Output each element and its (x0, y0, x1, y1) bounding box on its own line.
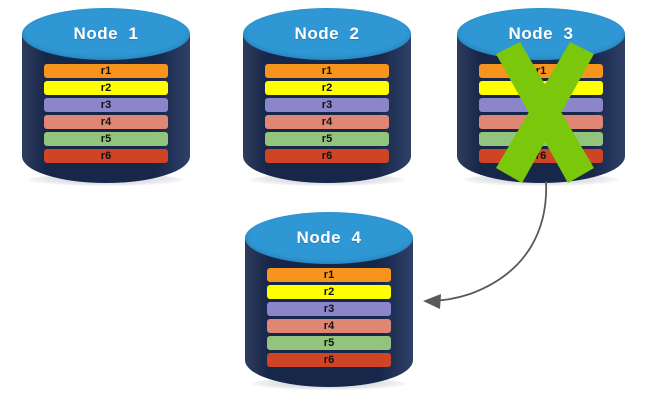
node-1-top-ellipse (22, 8, 190, 60)
node-4-label: Node 4 (296, 228, 362, 247)
row-r6[interactable]: r6 (44, 149, 168, 163)
row-r5[interactable]: r5 (265, 132, 389, 146)
row-r4[interactable]: r4 (479, 115, 603, 129)
row-r5[interactable]: r5 (267, 336, 391, 350)
row-r1[interactable]: r1 (479, 64, 603, 78)
node-3-label: Node 3 (508, 24, 574, 43)
row-r2[interactable]: r2 (479, 81, 603, 95)
node-2-rows: r1 r2 r3 r4 r5 r6 (243, 64, 411, 163)
node-2-top-ellipse (243, 8, 411, 60)
node-2-label: Node 2 (294, 24, 360, 43)
row-r6[interactable]: r6 (479, 149, 603, 163)
row-r3[interactable]: r3 (479, 98, 603, 112)
node-4[interactable]: Node 4 r1 r2 r3 r4 r5 r6 (245, 212, 413, 390)
row-r4[interactable]: r4 (267, 319, 391, 333)
row-r1[interactable]: r1 (265, 64, 389, 78)
row-r5[interactable]: r5 (44, 132, 168, 146)
row-r3[interactable]: r3 (44, 98, 168, 112)
row-r4[interactable]: r4 (265, 115, 389, 129)
row-r2[interactable]: r2 (265, 81, 389, 95)
row-r2[interactable]: r2 (267, 285, 391, 299)
row-r1[interactable]: r1 (44, 64, 168, 78)
row-r3[interactable]: r3 (267, 302, 391, 316)
node-1-rows: r1 r2 r3 r4 r5 r6 (22, 64, 190, 163)
row-r6[interactable]: r6 (265, 149, 389, 163)
row-r4[interactable]: r4 (44, 115, 168, 129)
row-r5[interactable]: r5 (479, 132, 603, 146)
row-r6[interactable]: r6 (267, 353, 391, 367)
row-r2[interactable]: r2 (44, 81, 168, 95)
node-4-top-ellipse (245, 212, 413, 264)
row-r3[interactable]: r3 (265, 98, 389, 112)
node-1[interactable]: Node 1 r1 r2 r3 r4 r5 r6 (22, 8, 190, 186)
node-3[interactable]: Node 3 r1 r2 r3 r4 r5 r6 (457, 8, 625, 186)
node-1-label: Node 1 (73, 24, 139, 43)
node-4-rows: r1 r2 r3 r4 r5 r6 (245, 268, 413, 367)
row-r1[interactable]: r1 (267, 268, 391, 282)
node-2[interactable]: Node 2 r1 r2 r3 r4 r5 r6 (243, 8, 411, 186)
node-3-rows: r1 r2 r3 r4 r5 r6 (457, 64, 625, 163)
